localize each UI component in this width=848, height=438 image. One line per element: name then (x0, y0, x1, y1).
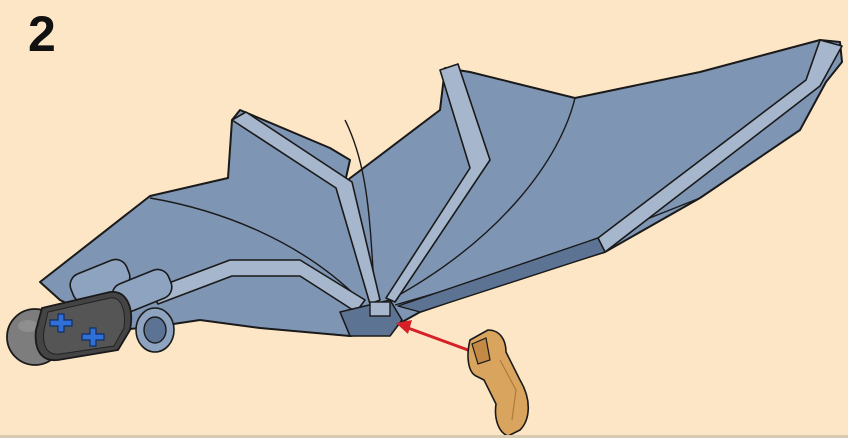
clip-icon (468, 330, 528, 436)
liftarm-with-axle-holes (36, 292, 132, 360)
insert-arrow-icon (396, 320, 468, 350)
